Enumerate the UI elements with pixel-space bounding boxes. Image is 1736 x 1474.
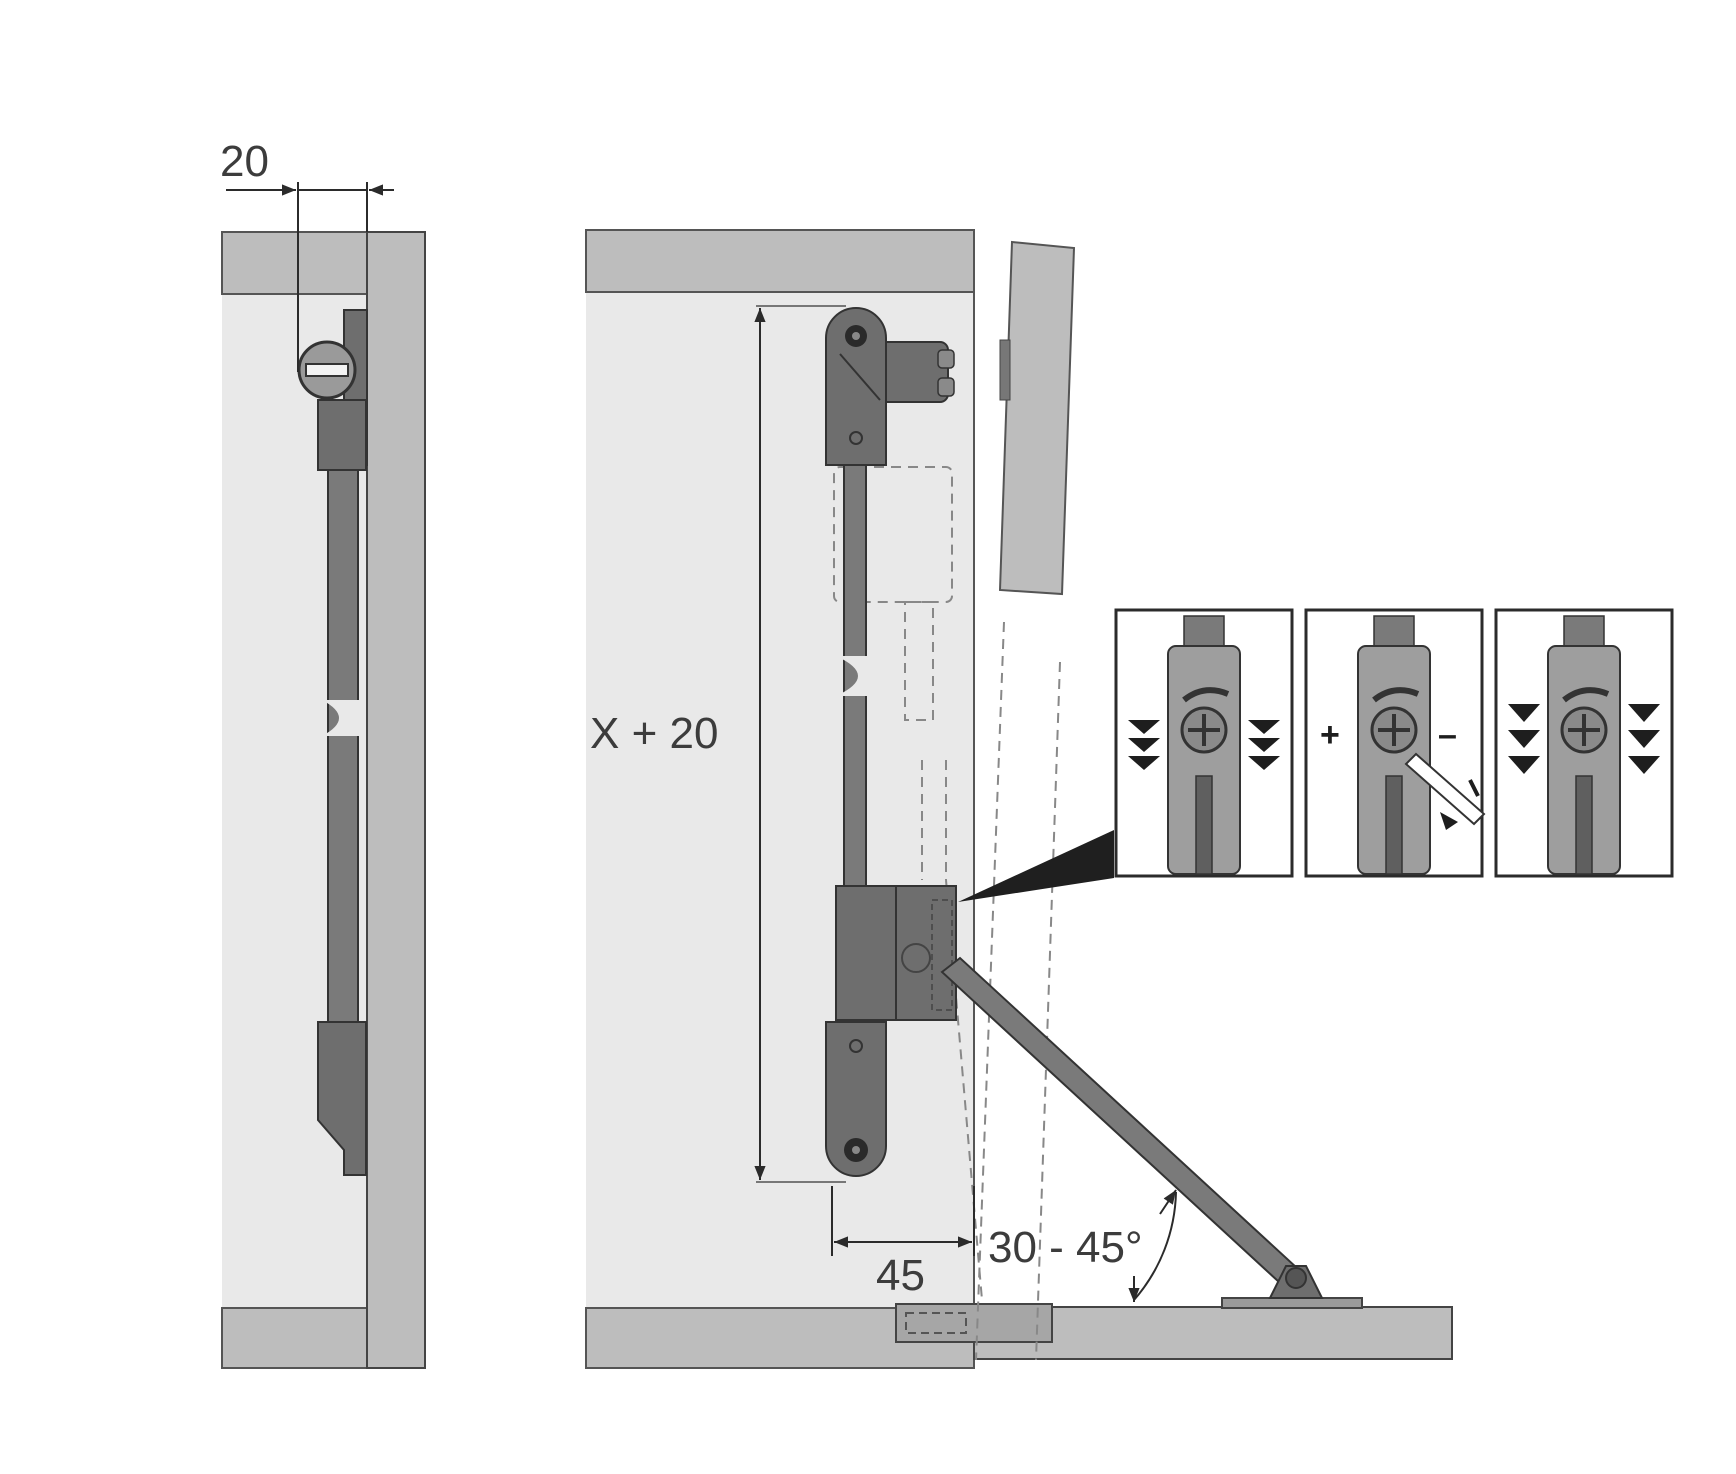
door-flap-tilted-body xyxy=(998,240,1076,596)
front-view-panel xyxy=(586,230,974,1366)
hinge-plate xyxy=(895,1303,1053,1343)
front-offset-label: 45 xyxy=(876,1251,925,1300)
dimension-front-offset: 45 xyxy=(831,1186,975,1300)
strong-left-arrows xyxy=(1508,704,1540,774)
open-flap xyxy=(895,1297,1453,1360)
side-view-lower-bracket xyxy=(317,1021,367,1176)
lift-mechanism xyxy=(825,307,1324,1299)
side-offset-label: 20 xyxy=(220,137,269,186)
dimension-side-offset: 20 xyxy=(220,137,394,372)
side-view-screw-slot xyxy=(305,363,349,377)
front-view-cabinet xyxy=(585,229,975,1369)
adjust-panel-weak xyxy=(1114,608,1294,878)
strong-right-arrows xyxy=(1628,704,1660,774)
dimension-mount-height: X + 20 xyxy=(586,305,846,1183)
opening-angle-label: 30 - 45° xyxy=(988,1223,1143,1272)
weak-left-arrows xyxy=(1128,720,1160,770)
detail-callout-pointer xyxy=(958,830,1114,902)
screwdriver-icon xyxy=(1404,752,1486,826)
side-view-bottom-shelf xyxy=(221,1307,368,1369)
adjustment-detail: + – xyxy=(1114,608,1674,878)
door-flap-tilted xyxy=(998,240,1076,596)
dimension-opening-angle: 30 - 45° xyxy=(988,1189,1177,1302)
side-view-top-shelf xyxy=(221,231,368,295)
side-view-cabinet xyxy=(221,231,426,1369)
side-view-rod-break xyxy=(322,700,364,736)
front-view-top-shelf xyxy=(585,229,975,293)
flap-mount-plate xyxy=(1221,1297,1363,1309)
weak-right-arrows xyxy=(1248,720,1280,770)
adjust-plus-symbol: + xyxy=(1320,716,1340,754)
adjust-panel-tool: + – xyxy=(1304,608,1486,878)
side-view-upper-block xyxy=(317,399,367,471)
side-view-door xyxy=(366,231,426,1369)
adjust-minus-symbol: – xyxy=(1438,716,1457,754)
mount-height-label: X + 20 xyxy=(590,709,718,758)
flap-horizontal xyxy=(973,1306,1453,1360)
side-view-rod xyxy=(327,469,359,1026)
bottom-pivot-bracket xyxy=(825,1021,887,1177)
top-pivot-bracket xyxy=(825,307,887,466)
mechanism-rod-break xyxy=(836,656,876,696)
adjust-panel-strong xyxy=(1494,608,1674,878)
